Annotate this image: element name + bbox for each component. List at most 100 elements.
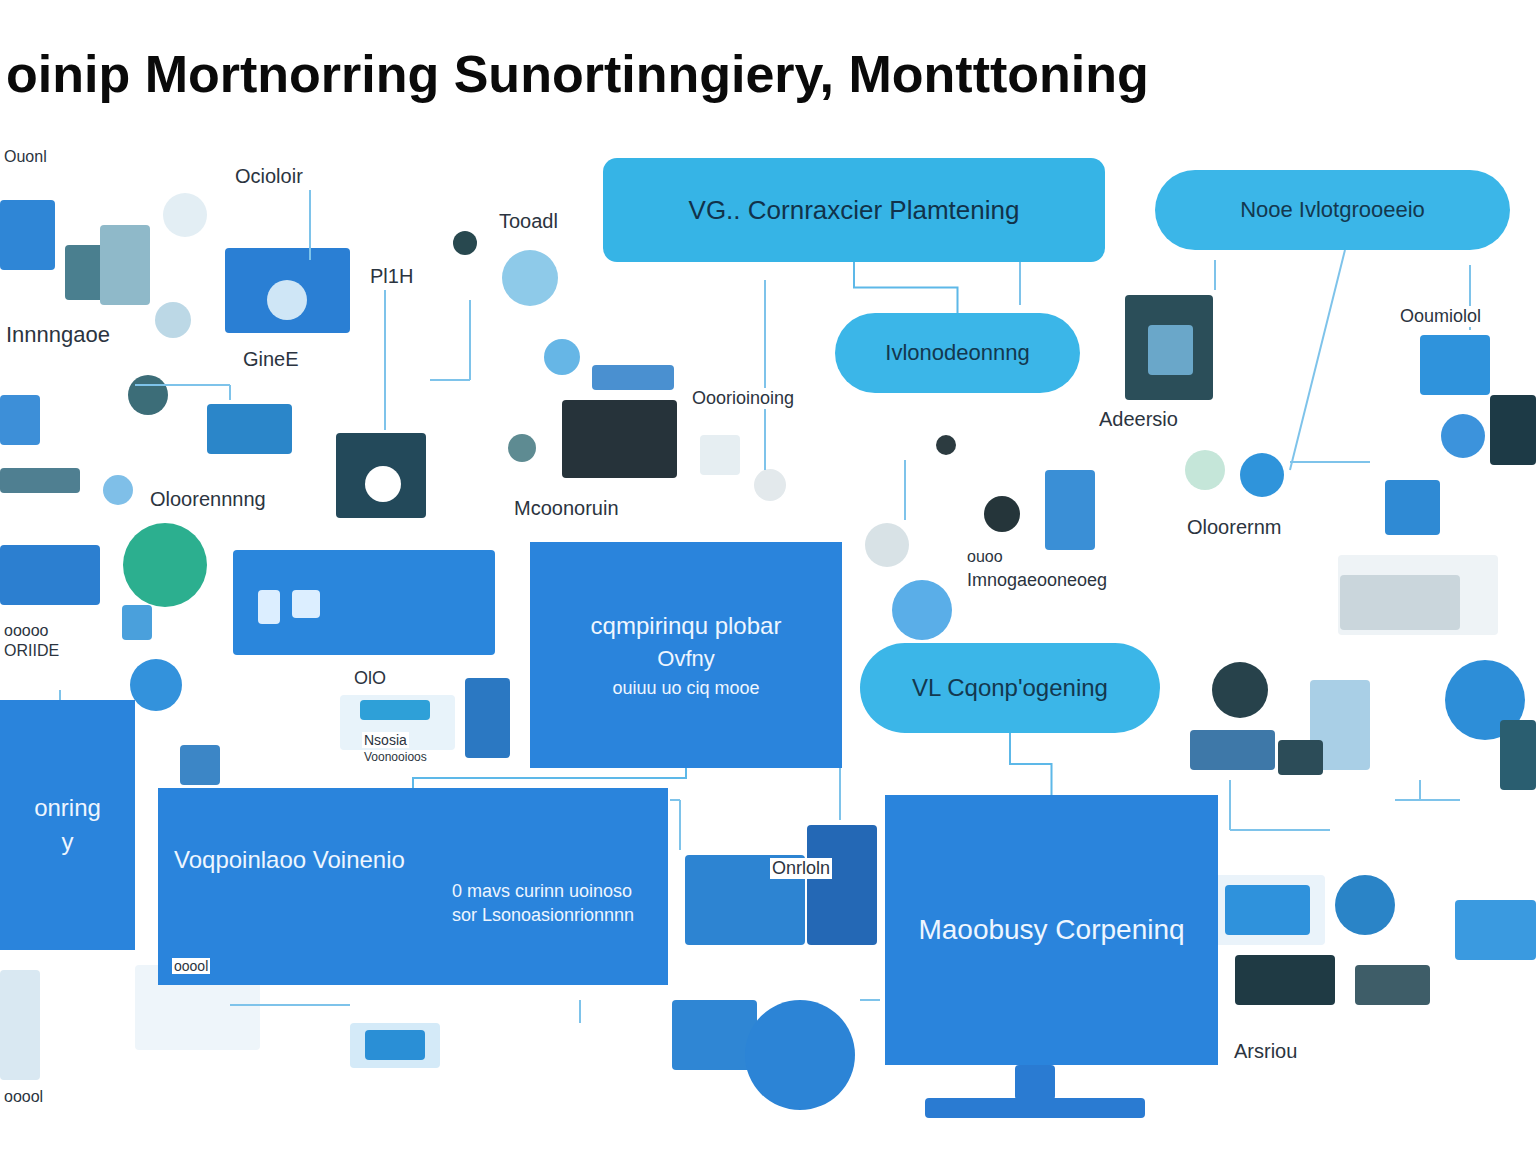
icon-block — [122, 605, 152, 640]
callout-label: Ouonl — [2, 148, 49, 166]
callout-label: Tooadl — [497, 210, 560, 233]
callout-label: Oloorennnng — [148, 488, 268, 511]
icon-block — [1500, 720, 1536, 790]
icon-block — [292, 590, 320, 618]
leader-line — [1290, 250, 1345, 470]
icon-block — [1015, 1065, 1055, 1100]
icon-block — [233, 550, 495, 655]
icon-block — [180, 745, 220, 785]
icon-block — [207, 404, 292, 454]
icon-dot — [544, 339, 580, 375]
node-body: 0 mavs curinn uoinoso sor Lsonoasionrion… — [452, 880, 652, 927]
icon-block — [0, 545, 100, 605]
icon-block — [672, 1000, 757, 1070]
connector — [854, 262, 958, 313]
leader-line — [1395, 799, 1460, 801]
leader-line — [1214, 260, 1216, 290]
icon-block — [1420, 335, 1490, 395]
icon-block — [1355, 965, 1430, 1005]
icon-dot — [1212, 662, 1268, 718]
icon-block — [1338, 555, 1498, 635]
icon-dot — [453, 231, 477, 255]
callout-label: ouoo — [965, 548, 1005, 566]
callout-label: Ooumiolol — [1398, 306, 1483, 327]
icon-block — [700, 435, 740, 475]
icon-block — [1148, 325, 1193, 375]
icon-dot — [128, 375, 168, 415]
pill-box: Ivlonodeonnng — [835, 313, 1080, 393]
icon-dot — [365, 466, 401, 502]
callout-label: Pl1H — [368, 265, 415, 288]
icon-block — [225, 248, 350, 333]
icon-dot — [130, 659, 182, 711]
icon-block — [1190, 730, 1275, 770]
icon-dot — [1240, 453, 1284, 497]
leader-line — [764, 280, 766, 470]
icon-dot — [103, 475, 133, 505]
icon-block — [340, 695, 455, 750]
icon-block — [592, 365, 674, 390]
process-box: Voqpoinlaoo Voinenio0 mavs curinn uoinos… — [158, 788, 668, 985]
icon-block — [1125, 295, 1213, 400]
node-heading: Nooe Ivlotgrooeeio — [1240, 197, 1425, 223]
pill-box: VL Cqonp'ogening — [860, 643, 1160, 733]
icon-dot — [163, 193, 207, 237]
icon-block — [0, 468, 80, 493]
node-body: Ovfny — [657, 646, 714, 672]
callout-label: Onrloln — [770, 858, 832, 879]
icon-block — [1340, 575, 1460, 630]
icon-dot — [1185, 450, 1225, 490]
callout-label: Imnogaeooneoeg — [965, 570, 1109, 591]
process-box: VG.. Cornraxcier Plamtening — [603, 158, 1105, 262]
leader-line — [430, 379, 470, 381]
node-heading: Ivlonodeonnng — [885, 340, 1029, 366]
leader-line — [904, 460, 906, 520]
node-body: y — [62, 828, 74, 856]
icon-dot — [155, 302, 191, 338]
node-body: ouiuu uo ciq mooe — [612, 678, 759, 699]
icon-block — [350, 1023, 440, 1068]
callout-label: ooooo — [2, 622, 51, 640]
icon-block — [0, 200, 55, 270]
icon-block — [365, 1030, 425, 1060]
icon-dot — [1335, 875, 1395, 935]
icon-block — [1045, 470, 1095, 550]
icon-block — [807, 825, 877, 945]
icon-dot — [123, 523, 207, 607]
node-heading: VL Cqonp'ogening — [912, 674, 1108, 702]
callout-label: ORIIDE — [2, 642, 61, 660]
icon-block — [1490, 395, 1536, 465]
callout-label: Nsosia — [362, 732, 409, 748]
leader-line — [1230, 829, 1330, 831]
callout-label: Arsriou — [1232, 1040, 1299, 1063]
icon-block — [0, 970, 40, 1080]
icon-dot — [502, 250, 558, 306]
icon-dot — [936, 435, 956, 455]
panel-box: onringy — [0, 700, 135, 950]
callout-label: Innnngaoe — [4, 322, 112, 348]
icon-dot — [984, 496, 1020, 532]
callout-label: OlO — [352, 668, 388, 689]
callout-label: Ooorioinoing — [690, 388, 796, 409]
icon-dot — [865, 523, 909, 567]
leader-line — [469, 300, 471, 380]
pill-box: Nooe Ivlotgrooeeio — [1155, 170, 1510, 250]
node-heading: cqmpirinqu plobar — [591, 612, 782, 640]
leader-line — [579, 1000, 581, 1023]
title: oinip Mortnorring Sunortinngiery, Monttt… — [6, 44, 1149, 104]
leader-line — [1419, 780, 1421, 800]
leader-line — [860, 999, 880, 1001]
leader-line — [309, 190, 311, 260]
icon-block — [1215, 875, 1325, 945]
icon-dot — [754, 469, 786, 501]
callout-label: Adeersio — [1097, 408, 1180, 431]
icon-block — [1278, 740, 1323, 775]
leader-line — [1019, 262, 1021, 305]
icon-block — [562, 400, 677, 478]
node-heading: VG.. Cornraxcier Plamtening — [689, 195, 1020, 226]
leader-line — [229, 385, 231, 400]
icon-block — [100, 225, 150, 305]
process-box: cqmpirinqu plobarOvfny ouiuu uo ciq mooe — [530, 542, 842, 768]
leader-line — [1229, 780, 1231, 830]
